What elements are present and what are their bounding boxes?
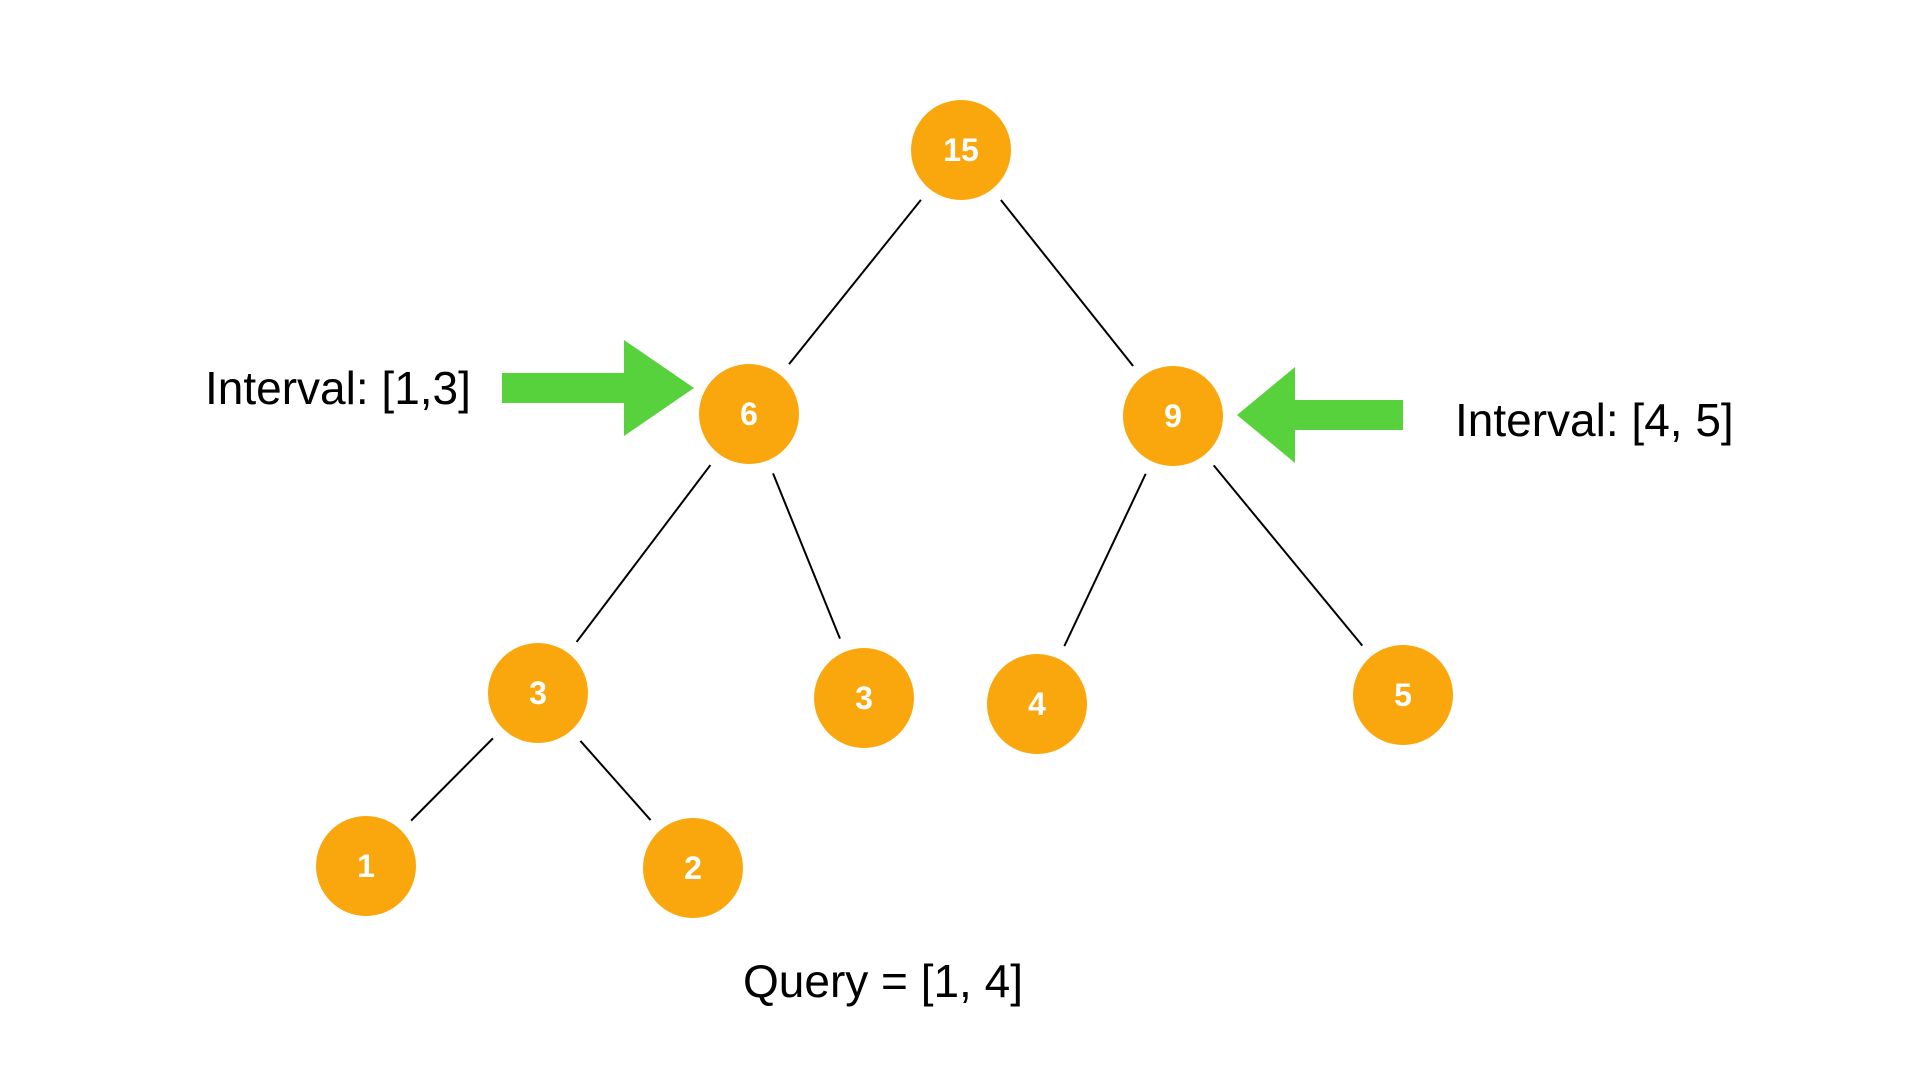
tree-node-root: 15 (911, 100, 1011, 200)
tree-node-value: 15 (943, 132, 979, 168)
tree-node-value: 1 (357, 848, 375, 884)
tree-node-n3b: 3 (814, 648, 914, 748)
interval-arrow-right (1237, 367, 1403, 463)
tree-node-circle (814, 648, 914, 748)
interval-right-label: Interval: [4, 5] (1455, 394, 1734, 446)
tree-node-circle (911, 100, 1011, 200)
tree-node-value: 5 (1394, 677, 1412, 713)
tree-node-value: 3 (855, 680, 873, 716)
tree-node-value: 2 (684, 850, 702, 886)
tree-node-n4: 4 (987, 654, 1087, 754)
tree-edge-n6-n3b (772, 472, 841, 640)
tree-edge-n6-n3a (575, 464, 712, 643)
interval-arrow-left (502, 340, 694, 436)
tree-edge-root-n9 (1000, 199, 1134, 367)
tree-node-circle (316, 816, 416, 916)
tree-node-value: 6 (740, 396, 758, 432)
tree-node-value: 3 (529, 675, 547, 711)
tree-edge-n9-n5 (1212, 464, 1364, 647)
tree-node-circle (1123, 366, 1223, 466)
tree-node-circle (488, 643, 588, 743)
tree-node-circle (987, 654, 1087, 754)
tree-node-n6: 6 (699, 364, 799, 464)
tree-edge-n3a-n2 (579, 740, 652, 821)
tree-node-circle (643, 818, 743, 918)
tree-node-circle (1353, 645, 1453, 745)
tree-node-n2: 2 (643, 818, 743, 918)
tree-node-n1: 1 (316, 816, 416, 916)
tree-node-circle (699, 364, 799, 464)
query-label: Query = [1, 4] (743, 955, 1023, 1007)
tree-node-n9: 9 (1123, 366, 1223, 466)
tree-node-value: 9 (1164, 398, 1182, 434)
tree-node-value: 4 (1028, 686, 1046, 722)
interval-left-label: Interval: [1,3] (205, 362, 471, 414)
tree-edge-n3a-n1 (410, 737, 494, 822)
tree-node-n5: 5 (1353, 645, 1453, 745)
tree-edge-n9-n4 (1063, 473, 1147, 647)
tree-edge-root-n6 (788, 199, 922, 365)
tree-node-n3a: 3 (488, 643, 588, 743)
